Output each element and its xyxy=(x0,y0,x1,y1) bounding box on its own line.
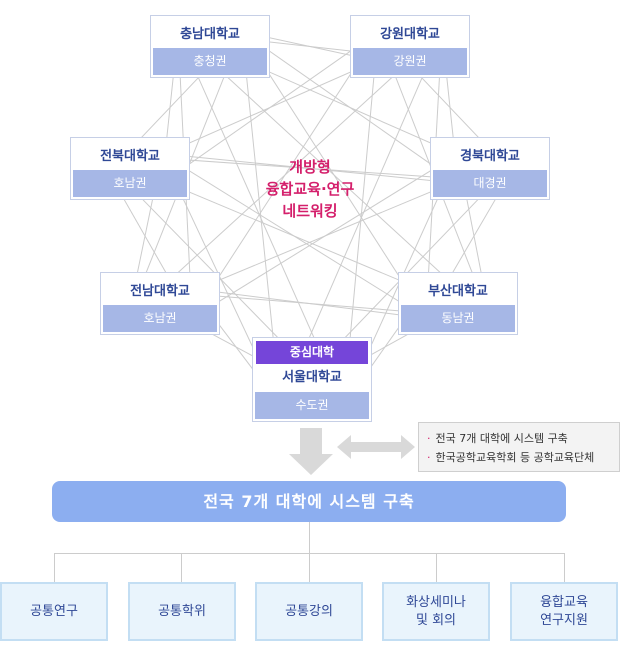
network-center-title: 개방형 융합교육·연구 네트워킹 xyxy=(220,156,400,222)
region-label: 호남권 xyxy=(73,170,187,197)
output-box-joint-lecture: 공통강의 xyxy=(255,582,363,641)
region-label: 호남권 xyxy=(103,305,217,332)
connector-line xyxy=(241,31,427,319)
center-title-line: 융합교육·연구 xyxy=(265,180,355,198)
center-title-line: 네트워킹 xyxy=(282,202,338,220)
connector-line xyxy=(241,31,459,184)
double-arrow-icon xyxy=(337,435,415,459)
hub-university-tag: 중심대학 xyxy=(256,341,368,364)
connector-line xyxy=(161,153,427,319)
university-name: 경북대학교 xyxy=(460,149,520,164)
university-name: 충남대학교 xyxy=(180,27,240,42)
university-gangwon: 강원대학교 강원권 xyxy=(350,15,470,78)
output-box-convergence-support: 융합교육 연구지원 xyxy=(510,582,618,641)
university-name: 부산대학교 xyxy=(428,284,488,299)
output-label: 화상세미나 및 회의 xyxy=(406,594,466,628)
bullet: · xyxy=(427,451,431,464)
university-jeonbuk: 전북대학교 호남권 xyxy=(70,137,190,200)
info-item: · 전국 7개 대학에 시스템 구축 xyxy=(427,429,613,448)
output-label: 공통학위 xyxy=(158,603,206,619)
university-name: 서울대학교 xyxy=(282,370,342,385)
output-label: 공통강의 xyxy=(285,603,333,619)
university-busan: 부산대학교 동남권 xyxy=(398,272,518,335)
university-jeonnam: 전남대학교 호남권 xyxy=(100,272,220,335)
system-build-bar: 전국 7개 대학에 시스템 구축 xyxy=(52,481,566,522)
region-label: 대경권 xyxy=(433,170,547,197)
university-seoul: 중심대학 서울대학교 수도권 xyxy=(252,337,372,422)
output-box-joint-research: 공통연구 xyxy=(0,582,108,641)
university-chungnam: 충남대학교 충청권 xyxy=(150,15,270,78)
connector-line xyxy=(161,153,459,184)
university-name: 강원대학교 xyxy=(380,27,440,42)
info-box: · 전국 7개 대학에 시스템 구축 · 한국공학교육학회 등 공학교육단체 xyxy=(418,422,620,472)
info-item: · 한국공학교육학회 등 공학교육단체 xyxy=(427,448,613,467)
university-name: 전남대학교 xyxy=(130,284,190,299)
output-label: 공통연구 xyxy=(30,603,78,619)
region-label: 동남권 xyxy=(401,305,515,332)
output-box-joint-degree: 공통학위 xyxy=(128,582,236,641)
university-gyeongbuk: 경북대학교 대경권 xyxy=(430,137,550,200)
university-name: 전북대학교 xyxy=(100,149,160,164)
region-label: 수도권 xyxy=(255,392,369,419)
output-box-video-seminar: 화상세미나 및 회의 xyxy=(382,582,490,641)
connector-line xyxy=(191,288,427,319)
region-label: 충청권 xyxy=(153,48,267,75)
bullet: · xyxy=(427,432,431,445)
info-item-text: 전국 7개 대학에 시스템 구축 xyxy=(435,432,568,445)
region-label: 강원권 xyxy=(353,48,467,75)
info-item-text: 한국공학교육학회 등 공학교육단체 xyxy=(435,451,595,464)
center-title-line: 개방형 xyxy=(289,158,331,176)
output-label: 융합교육 연구지원 xyxy=(540,594,588,628)
connector-line xyxy=(127,31,443,319)
down-arrow-icon xyxy=(289,428,333,475)
